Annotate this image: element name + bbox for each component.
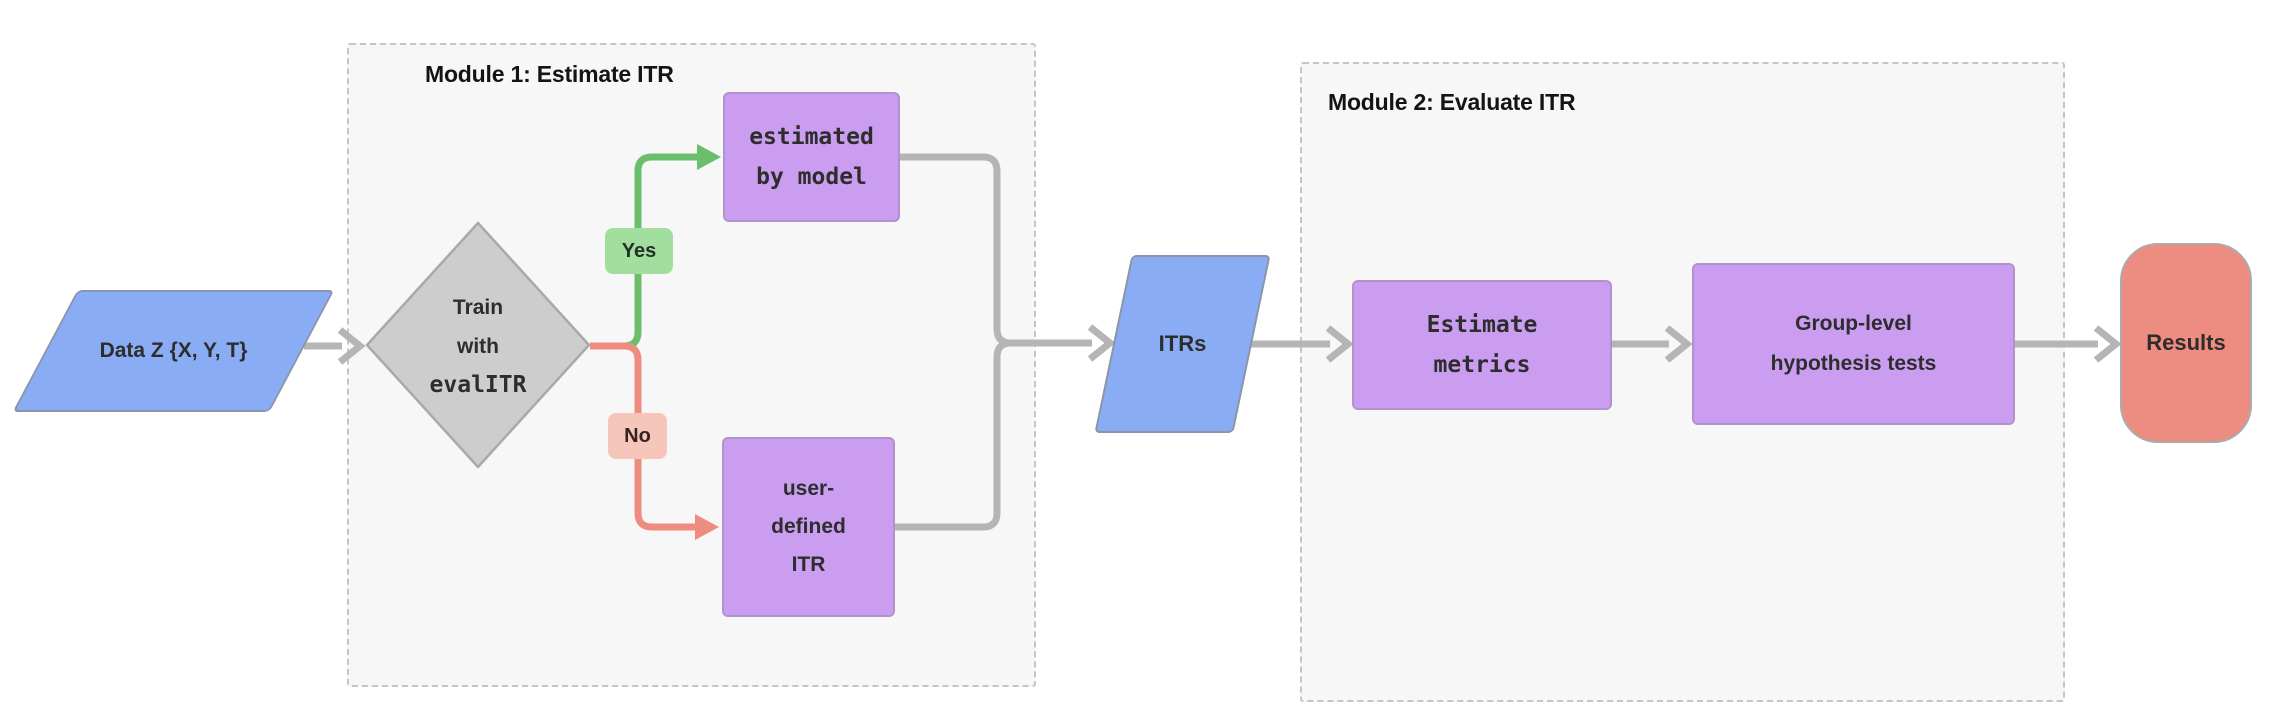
edge-metrics-to-group-arrowhead-icon xyxy=(1664,325,1693,363)
edge-group-to-results-arrowhead-icon xyxy=(2093,325,2122,363)
node-decision-label: Train with evalITR xyxy=(388,286,568,406)
node-results: Results xyxy=(2120,243,2252,443)
edge-merge-to-itrs-arrowhead-icon xyxy=(1087,324,1116,362)
group-tests-line-1: Group-level xyxy=(1795,312,1912,335)
decision-line-2: with xyxy=(457,334,499,358)
edge-itrs-to-metrics-arrowhead-icon xyxy=(1325,325,1354,363)
edge-userdefined-to-merge xyxy=(895,339,1012,531)
module-1-title: Module 1: Estimate ITR xyxy=(425,61,674,87)
node-user-defined-itr: user- defined ITR xyxy=(722,437,895,617)
itrs-label: ITRs xyxy=(1158,331,1207,356)
node-estimated-by-model: estimated by model xyxy=(723,92,900,222)
data-input-label: Data Z {X, Y, T} xyxy=(99,339,248,362)
group-tests-line-2: hypothesis tests xyxy=(1770,352,1937,375)
estimated-line-1: estimated xyxy=(749,124,874,150)
metrics-line-1: Estimate xyxy=(1426,312,1538,338)
results-label: Results xyxy=(2146,330,2226,355)
edge-yes-arrowhead-icon xyxy=(697,144,721,170)
yes-badge: Yes xyxy=(605,228,673,274)
no-badge: No xyxy=(608,413,667,459)
decision-line-1: Train xyxy=(452,295,504,319)
decision-diamond-shape xyxy=(365,221,591,469)
node-data-input: Data Z {X, Y, T} xyxy=(12,290,335,412)
node-group-level-tests: Group-level hypothesis tests xyxy=(1692,263,2015,425)
user-defined-line-2: defined xyxy=(771,515,846,538)
decision-line-3: evalITR xyxy=(429,371,527,398)
edge-no-arrowhead-icon xyxy=(695,514,719,540)
edge-data-to-decision-arrowhead-icon xyxy=(337,327,366,365)
user-defined-line-3: ITR xyxy=(791,553,826,576)
metrics-line-2: metrics xyxy=(1433,352,1531,378)
node-estimate-metrics: Estimate metrics xyxy=(1352,280,1612,410)
edge-estimated-to-merge xyxy=(900,153,1012,347)
user-defined-line-1: user- xyxy=(782,477,835,500)
estimated-line-2: by model xyxy=(756,164,867,190)
module-2-title: Module 2: Evaluate ITR xyxy=(1328,89,1576,115)
node-itrs: ITRs xyxy=(1094,255,1271,433)
